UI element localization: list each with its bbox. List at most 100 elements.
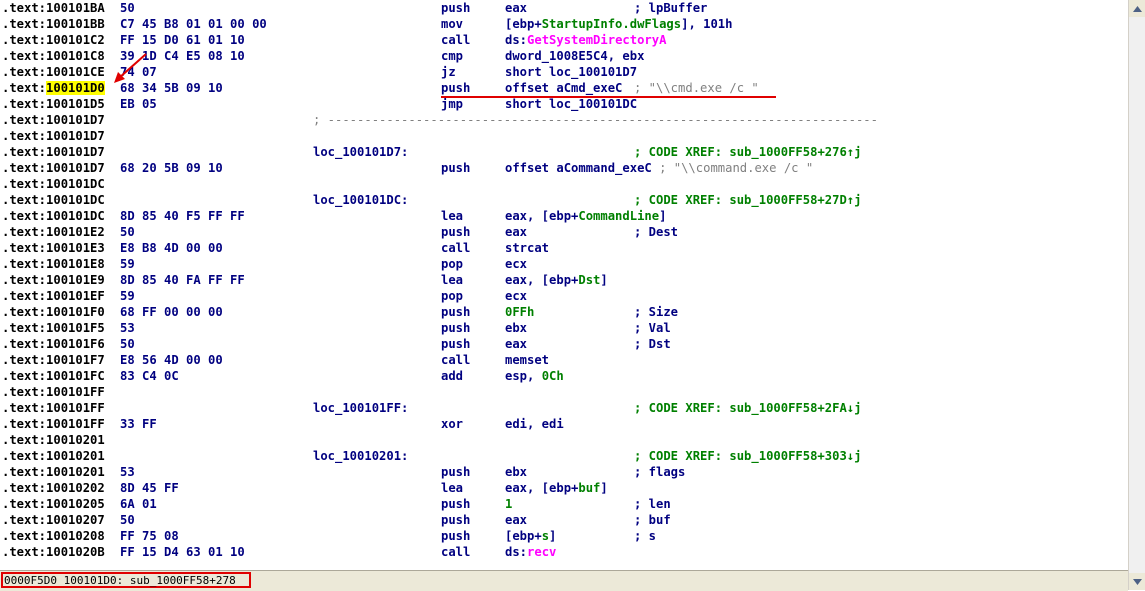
address[interactable]: .text:10010201 xyxy=(2,432,105,448)
operands[interactable]: ecx xyxy=(505,288,527,304)
address[interactable]: .text:100101D5 xyxy=(2,96,105,112)
listing-line[interactable]: .text:100101DC xyxy=(0,176,1128,192)
address[interactable]: .text:100101BB xyxy=(2,16,105,32)
scroll-up-arrow-icon[interactable] xyxy=(1129,0,1145,17)
address[interactable]: .text:100101C2 xyxy=(2,32,105,48)
address[interactable]: .text:100101CE xyxy=(2,64,105,80)
address[interactable]: .text:10010208 xyxy=(2,528,105,544)
operands[interactable]: 1 xyxy=(505,496,512,512)
operands[interactable]: short loc_100101DC xyxy=(505,96,637,112)
address[interactable]: .text:100101D7 xyxy=(2,144,105,160)
operands[interactable]: eax xyxy=(505,336,527,352)
address[interactable]: .text:10010201 xyxy=(2,448,105,464)
address[interactable]: .text:100101FF xyxy=(2,384,105,400)
operands[interactable]: ebx xyxy=(505,320,527,336)
address[interactable]: .text:100101D7 xyxy=(2,128,105,144)
operands[interactable]: edi, edi xyxy=(505,416,564,432)
address[interactable]: .text:100101D7 xyxy=(2,112,105,128)
operands[interactable]: eax xyxy=(505,0,527,16)
operands[interactable]: strcat xyxy=(505,240,549,256)
listing-line[interactable]: .text:100101FF xyxy=(0,384,1128,400)
operands[interactable]: eax, [ebp+buf] xyxy=(505,480,608,496)
listing-line[interactable]: .text:100101D7; ------------------------… xyxy=(0,112,1128,128)
address[interactable]: .text:100101DC xyxy=(2,208,105,224)
address[interactable]: .text:10010207 xyxy=(2,512,105,528)
address[interactable]: .text:100101F7 xyxy=(2,352,105,368)
operands[interactable]: [ebp+StartupInfo.dwFlags], 101h xyxy=(505,16,732,32)
address[interactable]: .text:100101FC xyxy=(2,368,105,384)
address[interactable]: .text:100101F6 xyxy=(2,336,105,352)
operands[interactable]: dword_1008E5C4, ebx xyxy=(505,48,644,64)
address[interactable]: .text:100101D0 xyxy=(2,80,105,96)
address[interactable]: .text:100101DC xyxy=(2,192,105,208)
operands[interactable]: ebx xyxy=(505,464,527,480)
address[interactable]: .text:10010202 xyxy=(2,480,105,496)
listing-line[interactable]: .text:10010201 xyxy=(0,432,1128,448)
scroll-down-arrow-icon[interactable] xyxy=(1129,573,1145,590)
operands[interactable]: eax, [ebp+Dst] xyxy=(505,272,608,288)
operands[interactable]: esp, 0Ch xyxy=(505,368,564,384)
address[interactable]: .text:100101BA xyxy=(2,0,105,16)
operands[interactable]: memset xyxy=(505,352,549,368)
address[interactable]: .text:100101F0 xyxy=(2,304,105,320)
operands[interactable]: eax xyxy=(505,512,527,528)
address[interactable]: .text:100101E8 xyxy=(2,256,105,272)
address[interactable]: .text:100101EF xyxy=(2,288,105,304)
address[interactable]: .text:100101E9 xyxy=(2,272,105,288)
address[interactable]: .text:100101C8 xyxy=(2,48,105,64)
operands[interactable]: short loc_100101D7 xyxy=(505,64,637,80)
operands[interactable]: [ebp+s] xyxy=(505,528,556,544)
address[interactable]: .text:100101DC xyxy=(2,176,105,192)
listing-line[interactable]: .text:100101D7 xyxy=(0,128,1128,144)
address[interactable]: .text:1001020B xyxy=(2,544,105,560)
address[interactable]: .text:100101E3 xyxy=(2,240,105,256)
vertical-scrollbar[interactable] xyxy=(1128,0,1145,590)
address[interactable]: .text:10010201 xyxy=(2,464,105,480)
operands[interactable]: ds:recv xyxy=(505,544,556,560)
operands[interactable]: ecx xyxy=(505,256,527,272)
operands[interactable]: 0FFh xyxy=(505,304,534,320)
address[interactable]: .text:100101FF xyxy=(2,416,105,432)
operands[interactable]: eax, [ebp+CommandLine] xyxy=(505,208,666,224)
address[interactable]: .text:100101FF xyxy=(2,400,105,416)
operands[interactable]: offset aCommand_exeC ; "\\command.exe /c… xyxy=(505,160,813,176)
address[interactable]: .text:100101E2 xyxy=(2,224,105,240)
address[interactable]: .text:100101F5 xyxy=(2,320,105,336)
address[interactable]: .text:100101D7 xyxy=(2,160,105,176)
operands[interactable]: ds:GetSystemDirectoryA xyxy=(505,32,666,48)
operands[interactable]: offset aCmd_exeC xyxy=(505,80,622,96)
operands[interactable]: eax xyxy=(505,224,527,240)
address[interactable]: .text:10010205 xyxy=(2,496,105,512)
